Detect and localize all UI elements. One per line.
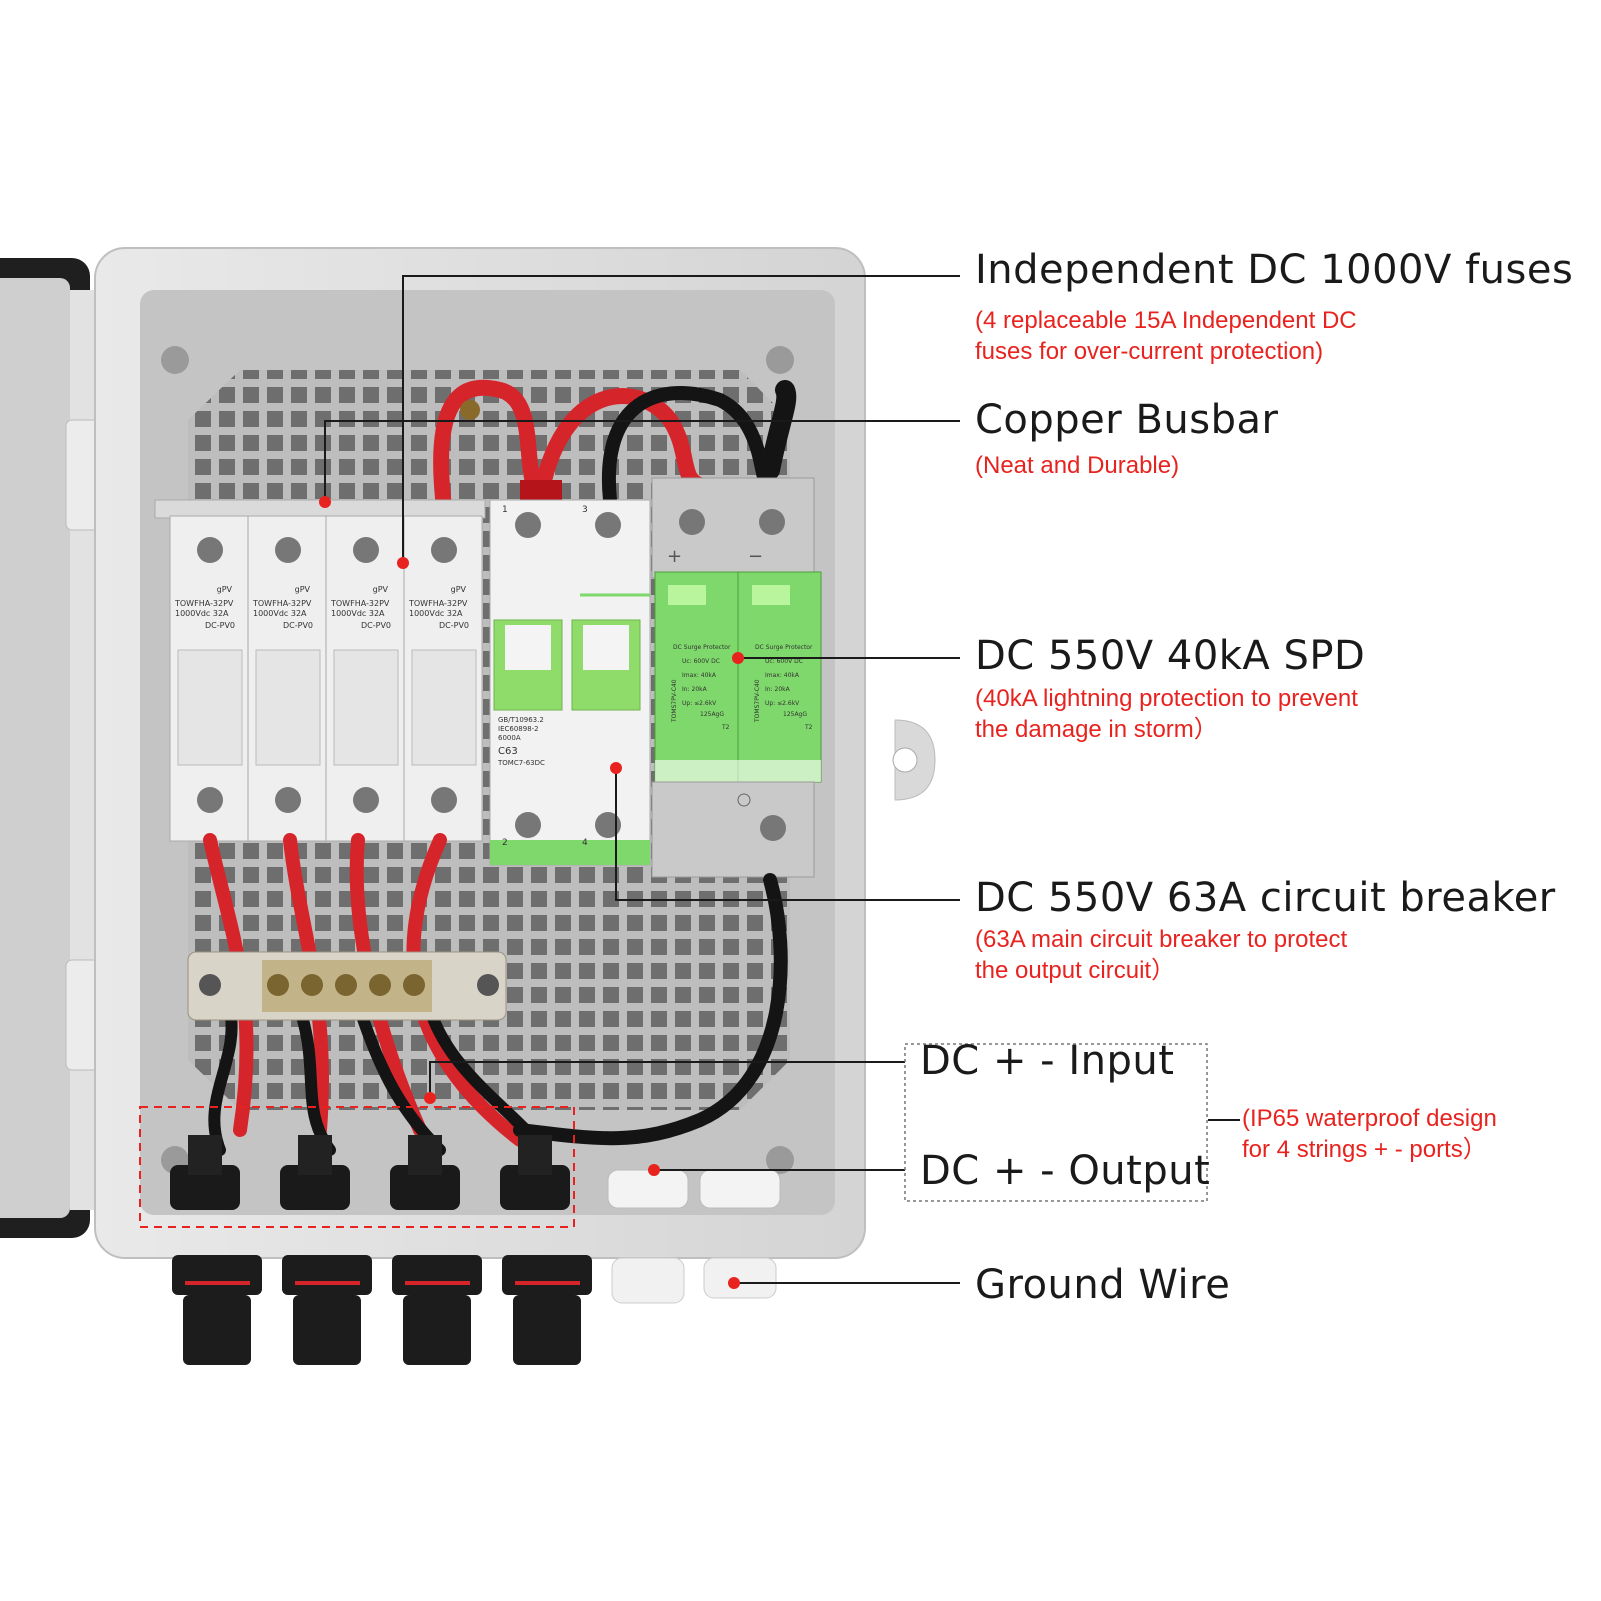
- input-callout-dot: [424, 1092, 436, 1104]
- fuse-type-label: DC-PV0: [439, 621, 469, 630]
- breaker-description: (63A main circuit breaker to protect the…: [975, 924, 1347, 986]
- spd-plus-label: +: [667, 546, 682, 567]
- spd-imax-label: Imax: 40kA: [682, 672, 717, 679]
- input-output-bracket: [904, 1043, 1208, 1202]
- busbar-desc-line: (Neat and Durable): [975, 452, 1180, 479]
- fuse-holder-2: [247, 515, 327, 842]
- fuse-brand-label: gPV: [451, 585, 467, 594]
- fuse-model-label: TOWFHA-32PV: [408, 599, 468, 608]
- spd-up-label: Up: ≤2.6kV: [682, 700, 717, 707]
- fuse-brand-label: gPV: [295, 585, 311, 594]
- fuse-rating-label: 1000Vdc 32A: [331, 609, 385, 618]
- fuses-desc-line: fuses for over-current protection): [975, 338, 1324, 365]
- spd-side-label: TOMS7PV-C40: [671, 679, 678, 723]
- spd-desc-line: the damage in storm）: [975, 716, 1218, 743]
- mc4-connectors: [172, 1255, 777, 1365]
- fuse-rating-label: 1000Vdc 32A: [409, 609, 463, 618]
- ip65-description: (IP65 waterproof design for 4 strings + …: [1242, 1103, 1497, 1165]
- fuse-brand-label: gPV: [217, 585, 233, 594]
- breaker-brand-label: TOMC7-63DC: [497, 759, 545, 767]
- fuse-model-label: TOWFHA-32PV: [330, 599, 390, 608]
- fuses-desc-line: (4 replaceable 15A Independent DC: [975, 307, 1357, 334]
- fuse-holder-3: [325, 515, 405, 842]
- fuse-type-label: DC-PV0: [283, 621, 313, 630]
- ip65-desc-line: for 4 strings + - ports）: [1242, 1136, 1487, 1163]
- surge-protector: + − DC Surge Protector DC Surge Protecto…: [651, 477, 822, 878]
- breaker-iec-label: IEC60898-2: [498, 725, 539, 733]
- breaker-title: DC 550V 63A circuit breaker: [975, 875, 1556, 921]
- spd-desc-line: (40kA lightning protection to prevent: [975, 685, 1358, 712]
- fuse-holder-1: [169, 515, 249, 842]
- breaker-standard-label: GB/T10963.2: [498, 716, 544, 724]
- fuse-model-label: TOWFHA-32PV: [174, 599, 234, 608]
- fuse-model-label: TOWFHA-32PV: [252, 599, 312, 608]
- spd-class-label: T2: [721, 724, 730, 731]
- fuse-rating-label: 1000Vdc 32A: [175, 609, 229, 618]
- gland-highlight-box: [139, 1106, 575, 1228]
- fuse-type-label: DC-PV0: [361, 621, 391, 630]
- breaker-desc-line: the output circuit）: [975, 957, 1176, 984]
- spd-minus-label: −: [748, 546, 763, 567]
- spd-class-label: T2: [804, 724, 813, 731]
- output-callout-dot: [648, 1164, 660, 1176]
- spd-up-label: Up: ≤2.6kV: [765, 700, 800, 707]
- fuse-type-label: DC-PV0: [205, 621, 235, 630]
- breaker-model-label: C63: [498, 746, 518, 757]
- top-wiring: [433, 379, 797, 523]
- fuses-description: (4 replaceable 15A Independent DC fuses …: [975, 305, 1357, 367]
- copper-busbar: [187, 951, 507, 1021]
- spd-side-label: TOMS7PV-C40: [754, 679, 761, 723]
- input-title: DC + - Input: [920, 1038, 1175, 1084]
- spd-fuse-label: 125AgG: [783, 711, 807, 718]
- ip65-desc-line: (IP65 waterproof design: [1242, 1105, 1497, 1132]
- spd-in-label: In: 20kA: [765, 686, 791, 693]
- spd-description: (40kA lightning protection to prevent th…: [975, 683, 1358, 745]
- cable-glands: [170, 1135, 781, 1210]
- breaker-capacity-label: 6000A: [498, 734, 521, 742]
- enclosure-lid: [0, 258, 107, 1238]
- breaker-desc-line: (63A main circuit breaker to protect: [975, 926, 1348, 953]
- fuse-callout-dot: [397, 557, 409, 569]
- spd-in-label: In: 20kA: [682, 686, 708, 693]
- leader-lines: [324, 275, 1240, 1284]
- fuse-brand-label: gPV: [373, 585, 389, 594]
- ground-callout-dot: [728, 1277, 740, 1289]
- callout-dots: [319, 496, 744, 1289]
- spd-uc-label: Uc: 600V DC: [682, 658, 720, 665]
- busbar-title: Copper Busbar: [975, 397, 1279, 443]
- fuse-rating-label: 1000Vdc 32A: [253, 609, 307, 618]
- ground-title: Ground Wire: [975, 1262, 1231, 1308]
- breaker-terminal-label: 2: [502, 838, 508, 848]
- spd-fuse-label: 125AgG: [700, 711, 724, 718]
- output-title: DC + - Output: [920, 1148, 1211, 1194]
- busbar-callout-dot: [319, 496, 331, 508]
- spd-uc-label: Uc: 600V DC: [765, 658, 803, 665]
- fuses-title: Independent DC 1000V fuses: [975, 247, 1574, 293]
- spd-callout-dot: [732, 652, 744, 664]
- spd-title: DC 550V 40kA SPD: [975, 633, 1366, 679]
- fuse-holders: gPV TOWFHA-32PV 1000Vdc 32A DC-PV0 gPV T…: [154, 499, 486, 842]
- breaker-terminal-label: 1: [502, 505, 508, 515]
- circuit-breaker: 1 3 2 4 GB/T10963.2 IEC60898-2 6000A C63…: [489, 499, 651, 866]
- screw-icon: [460, 400, 480, 420]
- breaker-terminal-label: 4: [582, 838, 588, 848]
- spd-imax-label: Imax: 40kA: [765, 672, 800, 679]
- breaker-callout-dot: [610, 762, 622, 774]
- fuse-holder-4: [403, 515, 483, 842]
- spd-name-label: DC Surge Protector: [755, 644, 813, 651]
- breaker-terminal-label: 3: [582, 505, 588, 515]
- busbar-description: (Neat and Durable): [975, 450, 1179, 481]
- spd-name-label: DC Surge Protector: [673, 644, 731, 651]
